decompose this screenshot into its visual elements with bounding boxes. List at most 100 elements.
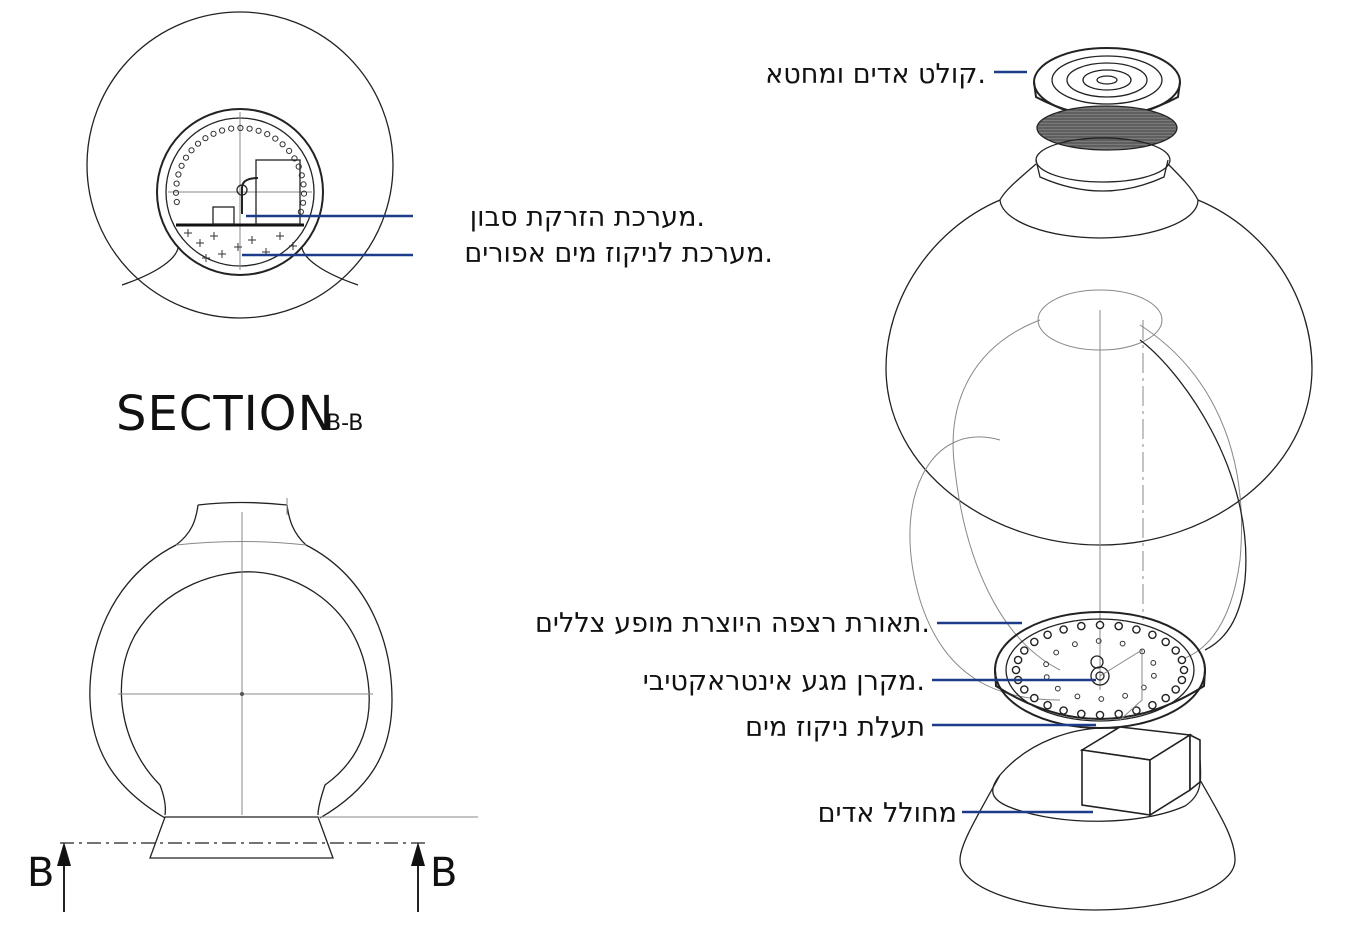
floor-light-hole-inner [1095, 638, 1102, 644]
nozzle-hole [194, 140, 202, 147]
floor-light-hole-inner [1072, 641, 1078, 648]
floor-light-hole-inner [1098, 696, 1105, 702]
nozzle-hole [300, 181, 307, 188]
nozzle-hole [298, 172, 305, 179]
elevation-neck-top [197, 501, 288, 506]
floor-light-hole [1171, 685, 1180, 694]
floor-light-hole-inner [1150, 660, 1157, 666]
section-title-suffix: B-B [326, 411, 363, 436]
section-soap-valve [236, 184, 248, 196]
floor-light-hole-inner [1122, 692, 1128, 699]
inner-window-edge [1139, 339, 1247, 651]
section-small-box [212, 206, 235, 225]
nozzle-hole [286, 147, 293, 154]
section-right-shoulder [301, 247, 359, 286]
touch-projector-core [1095, 671, 1105, 681]
floor-light-hole [1114, 709, 1123, 719]
sphere-shell [885, 199, 1313, 546]
inner-window-right [1139, 324, 1242, 661]
section-left-shoulder [121, 247, 179, 286]
floor-light-hole [1059, 706, 1068, 715]
floor-light-hole [1132, 706, 1141, 715]
nozzle-hole [202, 135, 209, 142]
arrow-left-head [57, 842, 71, 866]
floor-light-hole [1077, 621, 1086, 631]
arrow-right-head [411, 842, 425, 866]
nozzle-hole [279, 141, 286, 148]
collector-groove-4 [1096, 75, 1118, 85]
floor-light-hole-inner [1074, 693, 1081, 700]
base-cone [959, 774, 1236, 911]
nozzle-hole [173, 180, 180, 187]
nozzle-hole [246, 125, 253, 132]
elevation-neck-left [175, 504, 199, 546]
floor-light-hole [1161, 693, 1170, 703]
floor-light-hole [1077, 709, 1086, 719]
floor-light-hole [1043, 700, 1052, 710]
nozzle-hole [228, 125, 235, 132]
section-drain-marks [184, 229, 297, 262]
collector-groove-3 [1082, 69, 1132, 91]
elevation-base [149, 816, 334, 859]
drain-mark [276, 232, 284, 240]
label-steam-generator: מחולל אדים [818, 798, 957, 829]
nozzle-hole [172, 189, 180, 196]
section-outer-sphere [86, 11, 394, 319]
nozzle-hole [182, 154, 190, 161]
floor-light-hole [1132, 625, 1141, 634]
floor-light-hole-inner [1119, 640, 1126, 647]
floor-light-hole [1030, 693, 1039, 703]
floor-light-hole [1148, 630, 1157, 640]
elevation-center-point [240, 692, 244, 696]
floor-disc-inner [1005, 618, 1195, 722]
floor-light-hole [1095, 620, 1105, 630]
floor-light-hole [1011, 665, 1021, 675]
floor-light-hole-inner [1140, 684, 1147, 691]
nozzle-hole [237, 124, 244, 132]
label-steam-collector: קולט אדים ומחטא. [765, 59, 986, 90]
label-touch-projector: מקרן מגע אינטראקטיבי. [643, 666, 925, 697]
drain-mark [184, 229, 192, 237]
mesh-hatching [1037, 109, 1177, 147]
section-title: SECTION [116, 386, 334, 442]
steam-generator-base [959, 726, 1236, 911]
cut-marker-left: B [27, 850, 54, 896]
floor-light-hole-inner [1054, 685, 1061, 692]
elevation-inner-window [120, 571, 370, 816]
elevation-sphere-left [89, 544, 177, 819]
drain-mark [202, 254, 210, 262]
collector-groove-1 [1051, 55, 1163, 105]
nozzle-hole [291, 155, 298, 162]
floor-light-hole [1013, 655, 1023, 665]
nozzle-hole [295, 163, 302, 170]
label-greywater-drain: מערכת לניקוז מים אפורים. [464, 238, 773, 269]
floor-light-hole [1114, 621, 1123, 631]
collector-groove-2 [1066, 62, 1148, 98]
center-marker [1090, 655, 1104, 669]
section-soap-pipe [241, 177, 259, 214]
nozzle-hole [272, 135, 279, 142]
floor-light-hole [1030, 637, 1039, 647]
elevation-neck-right [286, 504, 307, 546]
nozzle-hole [264, 131, 271, 138]
drain-mark [289, 242, 297, 250]
label-drain-channel: תעלת ניקוז מים [745, 712, 925, 743]
nozzle-hole [300, 190, 308, 197]
floor-light-hole [1177, 675, 1187, 685]
inner-window-left [952, 319, 1061, 671]
floor-light-hole [1171, 646, 1180, 655]
floor-light-hole [1161, 637, 1170, 647]
section-equipment-box [255, 159, 301, 225]
nozzle-hole [175, 171, 182, 178]
inner-bulge-left [909, 436, 1061, 701]
floor-light-hole [1179, 665, 1189, 675]
drain-channel-lip [1189, 733, 1201, 792]
elevation-sphere-right [305, 544, 393, 819]
floor-light-holes [1011, 620, 1189, 720]
floor-light-hole [1059, 625, 1068, 634]
drain-mark [218, 250, 226, 258]
filter-mesh [1036, 105, 1178, 151]
exploded-view [885, 47, 1313, 911]
